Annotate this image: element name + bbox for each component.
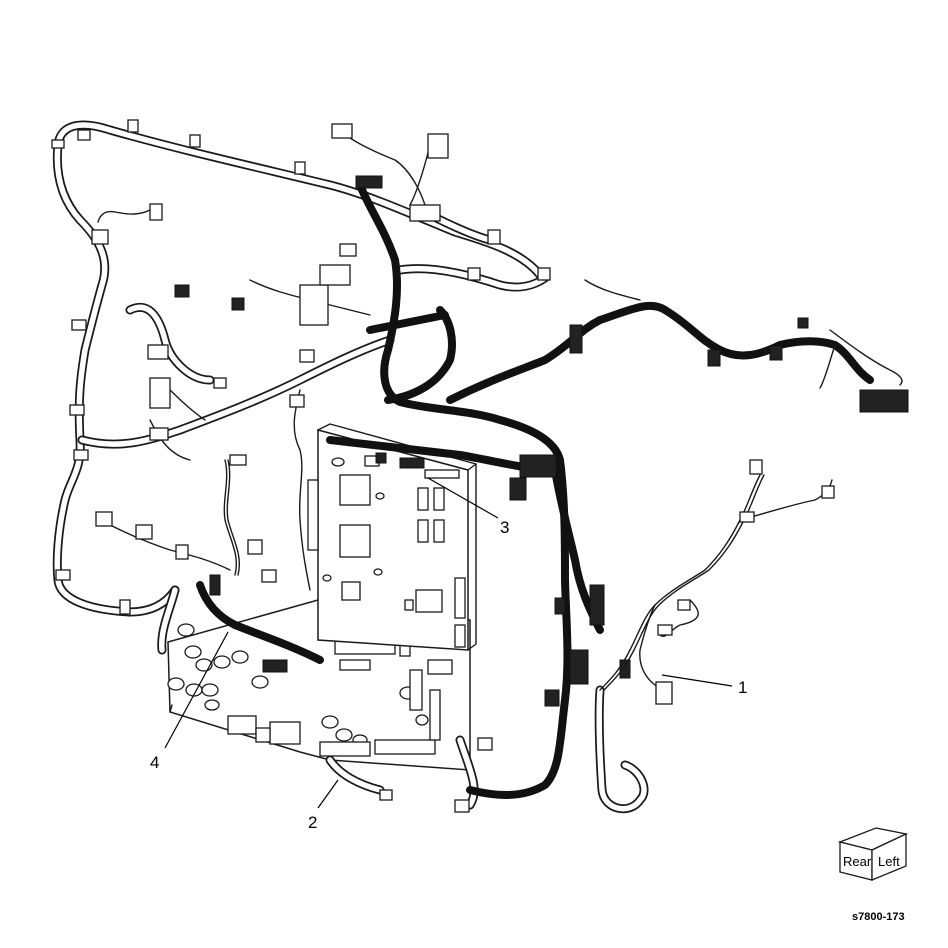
callout-2-label: 2 xyxy=(308,813,317,832)
cube-left-label: Left xyxy=(878,854,900,869)
harness-clips xyxy=(51,119,551,615)
small-connectors xyxy=(95,123,835,813)
cube-rear-label: Rear xyxy=(843,854,872,869)
black-connectors xyxy=(174,175,909,707)
callout-2: 2 xyxy=(308,779,339,832)
orientation-cube-icon: Rear Left xyxy=(837,827,909,881)
figure-id-label: s7800-173 xyxy=(852,911,905,923)
callout-4-label: 4 xyxy=(150,753,159,772)
callout-1-label: 1 xyxy=(738,678,747,697)
thin-wires xyxy=(97,129,903,691)
main-control-board xyxy=(307,423,477,651)
callout-4: 4 xyxy=(150,631,229,772)
callout-1: 1 xyxy=(661,674,747,697)
callout-3: 3 xyxy=(427,477,509,537)
white-harness-main xyxy=(52,120,649,814)
callout-3-label: 3 xyxy=(500,518,509,537)
board-capacitors xyxy=(167,623,429,746)
